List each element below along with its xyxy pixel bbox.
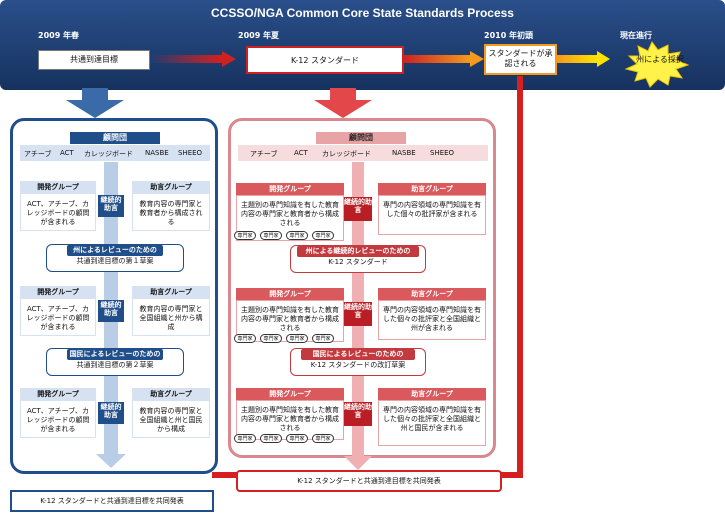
expert-tag: 専門家 bbox=[260, 231, 282, 240]
expert-tag: 専門家 bbox=[234, 231, 256, 240]
right-adv-group-body: 専門の内容領域の専門知識を有した個々の批評家と全国組織と州と国民が含まれる bbox=[378, 400, 486, 446]
left-dev-group-body: ACT、アチーブ、カレッジボードの顧問が含まれる bbox=[20, 298, 96, 336]
expert-tag: 専門家 bbox=[234, 334, 256, 343]
right-stage-2: 国民によるレビューのための K-12 スタンダードの改訂草案 bbox=[290, 348, 426, 376]
left-adv-group-head: 助言グループ bbox=[132, 181, 210, 193]
left-continuous-advice: 継続的助言 bbox=[98, 300, 124, 322]
expert-tag: 専門家 bbox=[312, 231, 334, 240]
right-stage-1: 州による継続的レビューのための K-12 スタンダード bbox=[290, 245, 426, 273]
header-down-arrows bbox=[66, 88, 372, 118]
left-dev-group-head: 開発グループ bbox=[20, 286, 96, 298]
right-dev-group-body: 主題別の専門知識を有した教育内容の専門家と教育者から構成される bbox=[236, 400, 344, 440]
left-adv-group-body: 教育内容の専門家と教育者から構成される bbox=[132, 193, 210, 231]
right-dev-group-head: 開発グループ bbox=[236, 183, 344, 195]
left-adv-group-head: 助言グループ bbox=[132, 286, 210, 298]
left-dev-group-body: ACT、アチーブ、カレッジボードの顧問が含まれる bbox=[20, 193, 96, 231]
adoption-starburst bbox=[624, 41, 690, 88]
left-dev-group-head: 開発グループ bbox=[20, 181, 96, 193]
expert-tag: 専門家 bbox=[312, 334, 334, 343]
right-adv-group-body: 専門の内容領域の専門知識を有した個々の批評家が含まれる bbox=[378, 195, 486, 235]
right-advisory-title: 顧問団 bbox=[316, 132, 406, 144]
left-stage-2-body: 共通到達目標の第２草案 bbox=[76, 360, 154, 369]
arrow-spring-to-summer bbox=[150, 55, 222, 63]
left-member: カレッジボード bbox=[84, 150, 133, 158]
process-header bbox=[0, 0, 725, 90]
left-member: アチーブ bbox=[24, 150, 52, 158]
right-continuous-advice: 継続的助言 bbox=[344, 302, 372, 326]
left-members-bar bbox=[20, 145, 210, 161]
right-stage-1-body: K-12 スタンダード bbox=[328, 257, 388, 266]
right-adv-group-body: 専門の内容領域の専門知識を有した個々の批評家と全国組織と州が含まれる bbox=[378, 300, 486, 340]
left-member: SHEEO bbox=[178, 149, 203, 157]
right-member: SHEEO bbox=[430, 149, 455, 157]
step-common-goals: 共通到達目標 bbox=[38, 50, 150, 70]
right-member: ACT bbox=[294, 149, 308, 157]
expert-tag: 専門家 bbox=[286, 334, 308, 343]
phase-label-2009-summer: 2009 年夏 bbox=[238, 31, 280, 40]
left-adv-group-body: 教育内容の専門家と全国組織と州と国民から構成 bbox=[132, 400, 210, 438]
left-member: ACT bbox=[60, 149, 74, 157]
left-final-announcement: K-12 スタンダードと共通到達目標を共同発表 bbox=[10, 490, 214, 512]
right-adv-group-head: 助言グループ bbox=[378, 288, 486, 300]
arrow-approval-to-adoption bbox=[557, 55, 597, 63]
expert-tag: 専門家 bbox=[234, 434, 256, 443]
right-member: NASBE bbox=[392, 149, 416, 157]
right-members-bar bbox=[238, 145, 488, 161]
right-final-announcement: K-12 スタンダードと共通到達目標を共同発表 bbox=[236, 470, 502, 492]
right-continuous-advice: 継続的助言 bbox=[344, 402, 372, 426]
phase-label-ongoing: 現在進行 bbox=[620, 31, 652, 40]
left-adv-group-head: 助言グループ bbox=[132, 388, 210, 400]
header-flow-arrows bbox=[150, 41, 690, 88]
phase-label-2010-early: 2010 年初頭 bbox=[484, 31, 534, 40]
expert-tag: 専門家 bbox=[260, 334, 282, 343]
down-arrow-left bbox=[66, 100, 124, 118]
right-stage-2-body: K-12 スタンダードの改訂草案 bbox=[310, 360, 406, 369]
expert-tag: 専門家 bbox=[286, 434, 308, 443]
left-stage-1-head: 州によるレビューのための bbox=[67, 245, 163, 256]
left-continuous-advice: 継続的助言 bbox=[98, 195, 124, 217]
left-adv-group-body: 教育内容の専門家と全国組織と州から構成 bbox=[132, 298, 210, 336]
right-member: カレッジボード bbox=[322, 150, 371, 158]
left-dev-group-body: ACT、アチーブ、カレッジボードの顧問が含まれる bbox=[20, 400, 96, 438]
right-member: アチーブ bbox=[250, 150, 278, 158]
left-continuous-advice: 継続的助言 bbox=[98, 402, 124, 424]
left-dev-group-head: 開発グループ bbox=[20, 388, 96, 400]
step-state-adoption: 州による採択 bbox=[636, 55, 684, 64]
step-k12-standards: K-12 スタンダード bbox=[246, 46, 404, 74]
expert-tag: 専門家 bbox=[260, 434, 282, 443]
right-adv-group-head: 助言グループ bbox=[378, 183, 486, 195]
right-flow-arrowhead bbox=[344, 456, 372, 470]
arrow-summer-to-approval bbox=[404, 55, 470, 63]
diagram-title: CCSSO/NGA Common Core State Standards Pr… bbox=[211, 6, 514, 20]
phase-label-2009-spring: 2009 年春 bbox=[38, 31, 80, 40]
left-stage-2-head: 国民によるレビューのための bbox=[67, 349, 163, 360]
left-member: NASBE bbox=[145, 149, 169, 157]
right-stage-2-head: 国民によるレビューのための bbox=[301, 349, 415, 360]
left-stage-1: 州によるレビューのための 共通到達目標の第１草案 bbox=[46, 244, 184, 272]
step-standards-approved: スタンダードが承認される bbox=[484, 44, 557, 75]
right-continuous-advice: 継続的助言 bbox=[344, 197, 372, 221]
right-stage-1-head: 州による継続的レビューのための bbox=[297, 246, 419, 257]
left-stage-1-body: 共通到達目標の第１草案 bbox=[76, 256, 154, 265]
expert-tag: 専門家 bbox=[312, 434, 334, 443]
right-dev-group-head: 開発グループ bbox=[236, 388, 344, 400]
right-adv-group-head: 助言グループ bbox=[378, 388, 486, 400]
left-flow-arrowhead bbox=[96, 454, 126, 468]
left-advisory-title: 顧問団 bbox=[70, 132, 160, 144]
right-dev-group-head: 開発グループ bbox=[236, 288, 344, 300]
down-arrow-right bbox=[314, 100, 372, 118]
expert-tag: 専門家 bbox=[286, 231, 308, 240]
left-stage-2: 国民によるレビューのための 共通到達目標の第２草案 bbox=[46, 348, 184, 376]
